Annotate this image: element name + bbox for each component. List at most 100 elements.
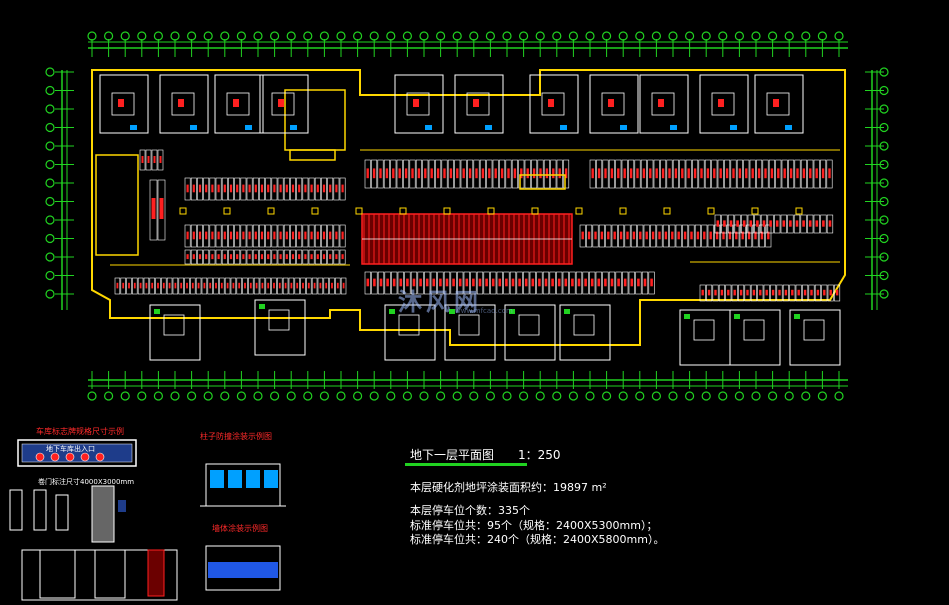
parking-stall (215, 224, 222, 248)
parking-stall (234, 177, 241, 201)
car-symbol (610, 278, 614, 287)
car-symbol (637, 278, 640, 287)
car-symbol (197, 282, 200, 289)
car-symbol (777, 168, 780, 179)
parking-stall (166, 277, 173, 295)
car-symbol (584, 278, 587, 287)
car-symbol (192, 254, 195, 260)
parking-stall (450, 271, 457, 295)
car-symbol (729, 220, 733, 227)
parking-stall (787, 214, 794, 234)
parking-stall (221, 249, 228, 265)
parking-stall (184, 277, 190, 295)
car-symbol (462, 168, 465, 179)
car-symbol (532, 168, 536, 179)
green-marker (734, 314, 740, 319)
core-marker (473, 99, 479, 107)
axis-bubble (879, 122, 889, 133)
car-symbol (186, 231, 189, 240)
parking-stall (271, 277, 277, 295)
parking-stall (550, 159, 557, 189)
ramp-outline (95, 154, 139, 256)
parking-stall (197, 249, 203, 265)
parking-stall (730, 159, 737, 189)
car-symbol (733, 289, 736, 296)
parking-stall (151, 149, 158, 171)
parking-stall (794, 159, 801, 189)
parking-stall (283, 249, 290, 265)
parking-stall (634, 159, 641, 189)
axis-bubble (45, 104, 55, 114)
parking-stall (496, 271, 503, 295)
car-symbol (690, 231, 693, 240)
axis-bubble (601, 391, 612, 401)
car-symbol (458, 278, 462, 287)
parking-stall (741, 214, 748, 234)
car-symbol (242, 184, 245, 193)
parking-stall (834, 284, 841, 302)
parking-stall (252, 224, 259, 248)
axis-bubble (834, 31, 844, 41)
axis-bubble (436, 31, 446, 41)
car-symbol (558, 168, 561, 179)
car-symbol (714, 289, 717, 296)
parking-stall (228, 177, 234, 201)
stair-core (601, 92, 625, 116)
car-symbol (298, 231, 301, 240)
stair-core (163, 314, 185, 336)
axis-bubble (718, 391, 728, 401)
parking-stall (404, 271, 411, 295)
car-symbol (643, 278, 647, 287)
axis-bubble (170, 31, 180, 41)
axis-bubble (879, 233, 889, 244)
car-symbol (211, 184, 214, 193)
car-symbol (671, 231, 674, 240)
axis-bubble (402, 391, 412, 401)
car-symbol (329, 254, 332, 260)
parking-stall (595, 271, 602, 295)
stair-core (651, 92, 675, 116)
parking-stall (447, 159, 454, 189)
parking-stall (503, 271, 510, 295)
axis-bubble (635, 391, 645, 401)
parking-stall (397, 271, 404, 295)
axis-bubble (469, 391, 479, 401)
axis-bubble (879, 141, 889, 151)
car-symbol (789, 168, 793, 179)
parking-stall (648, 271, 655, 295)
car-symbol (128, 282, 130, 289)
parking-stall (271, 177, 278, 201)
car-symbol (223, 254, 226, 260)
title-underline (405, 463, 527, 466)
parking-stall (637, 224, 644, 248)
car-symbol (439, 278, 442, 287)
parking-stall (763, 284, 770, 302)
parking-stall (321, 224, 327, 248)
car-symbol (223, 231, 226, 240)
parking-stall (184, 224, 191, 248)
car-symbol (739, 289, 743, 296)
parking-stall (283, 224, 290, 248)
car-symbol (701, 289, 704, 296)
parking-stall (589, 271, 596, 295)
car-symbol (619, 231, 623, 240)
parking-stall (329, 277, 335, 295)
parking-stall (209, 249, 216, 265)
parking-stall (265, 277, 271, 295)
car-symbol (564, 278, 568, 287)
parking-stall (672, 159, 679, 189)
car-symbol (716, 220, 720, 227)
car-symbol (808, 220, 812, 227)
core-marker (233, 99, 239, 107)
car-symbol (520, 168, 523, 179)
car-symbol (273, 282, 275, 289)
wall-paint-title: 墙体涂装示例图 (212, 524, 268, 533)
parking-stall (827, 284, 834, 302)
car-symbol (254, 184, 257, 193)
parking-stall (643, 224, 650, 248)
parking-stall (781, 159, 788, 189)
green-marker (259, 304, 265, 309)
axis-bubble (552, 31, 562, 41)
car-symbol (186, 282, 188, 289)
structural-column (487, 207, 495, 215)
